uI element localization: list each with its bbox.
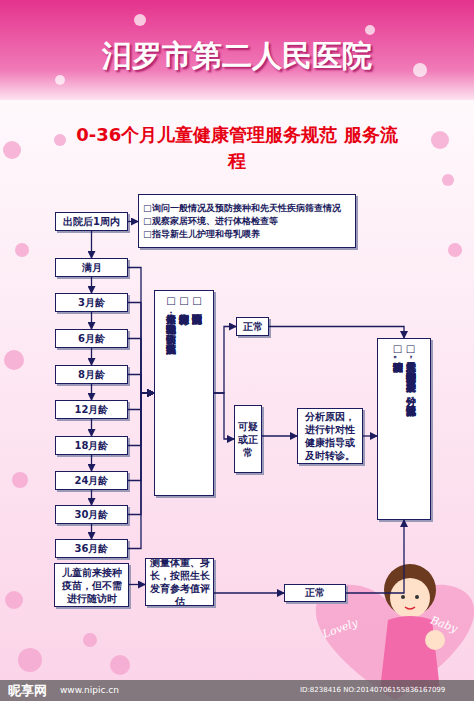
box-text: □询问两次随访间患病情况	[191, 295, 204, 306]
box-text: □填写预防接种记录。	[391, 343, 404, 364]
flow-arrow	[91, 277, 92, 293]
process-box: 出院后1周内	[55, 212, 128, 231]
box-text: □健康指导：母乳喂养和辅食添加；伤害预防；常见疾病预防；	[165, 295, 178, 346]
flow-arrow	[128, 393, 154, 549]
flow-arrow	[128, 393, 154, 410]
box-text: □观察家居环境、进行体格检查等	[143, 215, 278, 228]
flow-arrow	[214, 327, 236, 394]
flow-arrow	[346, 520, 404, 593]
box-text: 正常	[243, 321, 263, 333]
flow-arrow	[91, 348, 92, 365]
process-box: □询问一般情况及预防接种和先天性疾病筛查情况□观察家居环境、进行体格检查等□指导…	[138, 194, 356, 248]
box-text: □若无禁忌症，按照免疫程序进行预防接种。接种后观察30分钟，无异常情况可回家。	[404, 343, 417, 408]
flow-arrow	[214, 393, 234, 439]
process-box: □若无禁忌症，按照免疫程序进行预防接种。接种后观察30分钟，无异常情况可回家。□…	[377, 338, 431, 520]
process-box: 正常	[236, 317, 269, 336]
box-text: 18月龄	[75, 440, 109, 452]
watermark-text: Baby	[429, 614, 460, 636]
box-text: 测量体重、身长，按照生长发育参考值评估	[149, 558, 210, 606]
diagram-title: 0-36个月儿童健康管理服务规范 服务流程	[0, 122, 474, 174]
process-box: 36月龄	[55, 539, 128, 558]
box-text: 分析原因，进行针对性健康指导或及时转诊。	[301, 410, 359, 462]
process-box: 可疑或正常	[234, 405, 262, 473]
flow-arrow	[91, 455, 92, 471]
box-text: □询问一般情况及预防接种和先天性疾病筛查情况	[143, 202, 341, 215]
flow-arrow	[262, 435, 297, 436]
box-text: 可疑或正常	[238, 420, 258, 459]
flow-arrow	[128, 339, 154, 394]
process-box: 测量体重、身长，按照生长发育参考值评估	[145, 558, 214, 606]
process-box: 分析原因，进行针对性健康指导或及时转诊。	[297, 408, 363, 464]
watermark-text: Lovely	[321, 616, 360, 641]
flow-arrow	[363, 435, 377, 436]
box-text: 12月龄	[75, 404, 109, 416]
box-text: 30月龄	[75, 509, 109, 521]
process-box: 儿童前来接种疫苗，但不需进行随访时	[54, 563, 129, 607]
box-text: 出院后1周内	[63, 216, 120, 228]
flow-arrow	[91, 524, 92, 539]
flow-arrow	[129, 584, 145, 585]
process-box: □询问两次随访间患病情况□体格检查和生长发育监测及评价□健康指导：母乳喂养和辅食…	[154, 290, 214, 496]
box-text: 满月	[82, 262, 102, 274]
flow-arrow	[128, 393, 154, 481]
flow-arrow	[128, 393, 154, 515]
process-box: 24月龄	[55, 471, 128, 490]
flow-arrow	[214, 592, 284, 593]
flow-arrow	[91, 490, 92, 505]
box-text: 儿童前来接种疫苗，但不需进行随访时	[58, 566, 125, 605]
process-box: 8月龄	[55, 365, 128, 384]
process-box: 满月	[55, 258, 128, 277]
flow-arrow	[91, 384, 92, 400]
box-text: □指导新生儿护理和母乳喂养	[143, 228, 260, 241]
flow-arrow	[91, 312, 92, 329]
process-box: 18月龄	[55, 436, 128, 455]
box-text: 6月龄	[78, 333, 105, 345]
flow-arrow	[91, 419, 92, 436]
flow-arrow	[128, 221, 138, 222]
flow-arrow	[128, 268, 154, 394]
box-text: □体格检查和生长发育监测及评价	[178, 295, 191, 306]
process-box: 6月龄	[55, 329, 128, 348]
flow-arrow	[128, 375, 154, 394]
flow-arrow	[128, 303, 154, 394]
process-box: 30月龄	[55, 505, 128, 524]
box-text: 24月龄	[75, 475, 109, 487]
box-text: 8月龄	[78, 369, 105, 381]
process-box: 12月龄	[55, 400, 128, 419]
box-text: 36月龄	[75, 543, 109, 555]
title-text: 0-36个月儿童健康管理服务规范 服务流程	[76, 124, 397, 171]
process-box: 正常	[284, 584, 346, 602]
watermark-text: 昵享网	[8, 682, 47, 700]
flow-arrow	[91, 231, 92, 258]
watermark-text: www.nipic.cn	[60, 685, 119, 695]
flow-arrow	[128, 393, 154, 446]
flow-arrow	[269, 327, 404, 339]
hospital-name: 汨罗市第二人民医院	[0, 36, 474, 77]
box-text: 正常	[305, 587, 325, 599]
process-box: 3月龄	[55, 293, 128, 312]
watermark-text: ID:8238416 NO:20140706155836167099	[300, 686, 445, 694]
box-text: 3月龄	[78, 297, 105, 309]
